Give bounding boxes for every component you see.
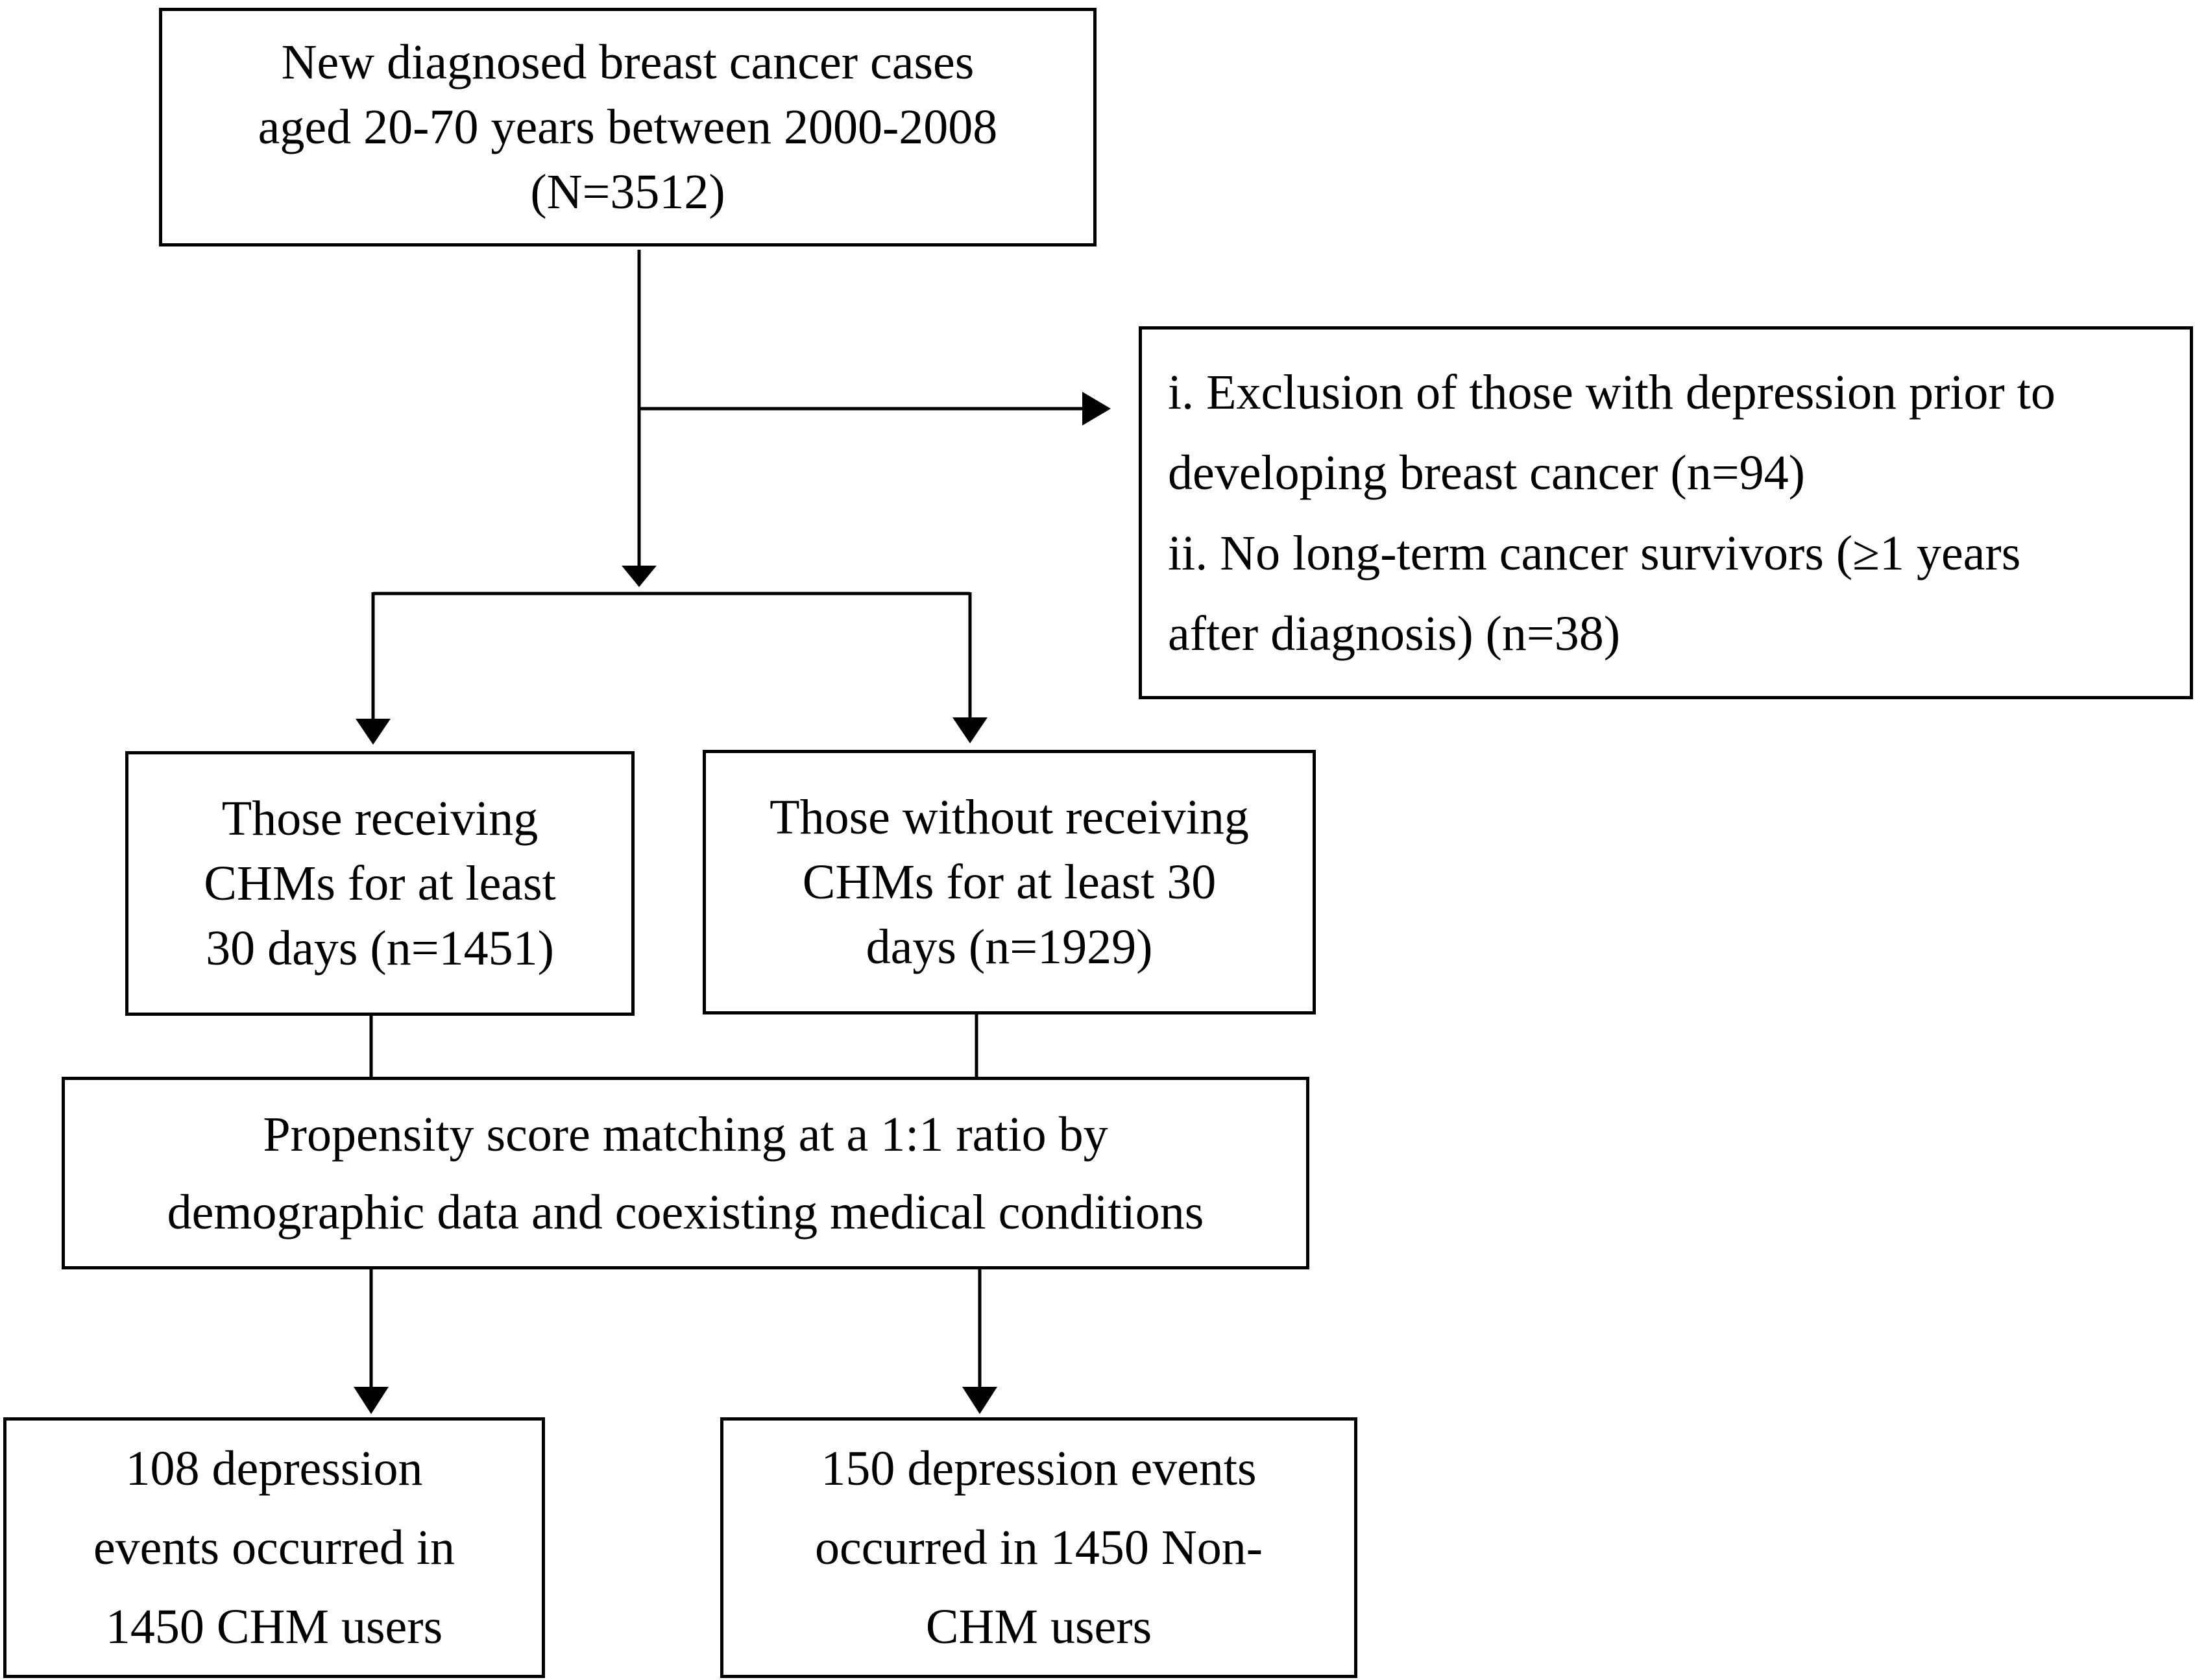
box-non-chm-outcome: 150 depression events occurred in 1450 N… (720, 1417, 1357, 1678)
box-text-line: developing breast cancer (n=94) (1168, 445, 1805, 500)
box-text-line: 150 depression events (821, 1441, 1257, 1496)
arrowhead-chm-group (356, 719, 391, 745)
box-text-line: CHMs for at least (204, 856, 556, 911)
box-text-line: aged 20-70 years between 2000-2008 (258, 100, 998, 154)
box-text-line: Those without receiving (770, 790, 1249, 845)
box-text-line: occurred in 1450 Non- (814, 1520, 1263, 1575)
box-text-line: New diagnosed breast cancer cases (281, 35, 975, 90)
box-chm-outcome: 108 depression events occurred in 1450 C… (3, 1417, 545, 1678)
box-text-line: events occurred in (93, 1520, 455, 1575)
box-text-line: CHM users (925, 1600, 1152, 1654)
box-new-diagnosed-cases: New diagnosed breast cancer cases aged 2… (159, 8, 1097, 246)
box-text-line: CHMs for at least 30 (802, 855, 1217, 909)
box-text-line: ii. No long-term cancer survivors (≥1 ye… (1168, 525, 2021, 581)
box-text-line: after diagnosis) (n=38) (1168, 606, 1621, 661)
box-text-line: Those receiving (221, 791, 539, 846)
box-text-line: (N=3512) (530, 165, 725, 219)
box-text-line: 1450 CHM users (105, 1600, 443, 1654)
box-chm-users-group: Those receiving CHMs for at least 30 day… (125, 751, 635, 1016)
box-non-chm-users-group: Those without receiving CHMs for at leas… (703, 750, 1316, 1014)
arrowhead-chm-outcome (354, 1387, 389, 1414)
box-text-line: demographic data and coexisting medical … (167, 1184, 1204, 1240)
arrowhead-non-chm-outcome (962, 1387, 997, 1414)
box-text-line: 108 depression (125, 1441, 423, 1496)
box-text-line: days (n=1929) (866, 920, 1153, 974)
box-text-line: 30 days (n=1451) (206, 921, 554, 976)
box-propensity-score-matching: Propensity score matching at a 1:1 ratio… (62, 1077, 1309, 1269)
arrowhead-non-chm-group (952, 717, 988, 743)
box-text-line: Propensity score matching at a 1:1 ratio… (263, 1107, 1108, 1162)
box-exclusion-criteria: i. Exclusion of those with depression pr… (1139, 326, 2193, 699)
arrowhead-exclusion (1082, 392, 1111, 426)
arrowhead-split (622, 566, 657, 587)
box-text-line: i. Exclusion of those with depression pr… (1168, 365, 2056, 420)
